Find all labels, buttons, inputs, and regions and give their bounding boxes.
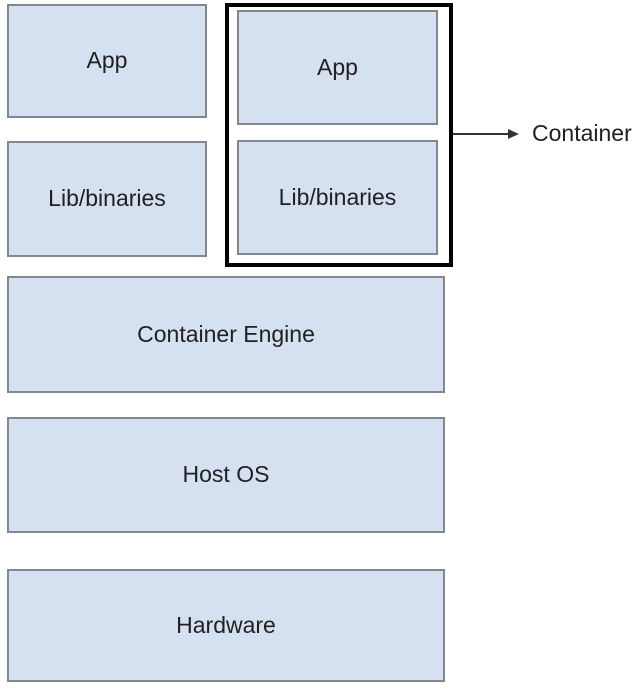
box-lib-binaries-left: Lib/binaries [7, 141, 207, 257]
box-lib-binaries-in-container-label: Lib/binaries [278, 183, 397, 210]
box-hardware: Hardware [7, 569, 445, 682]
box-host-os-label: Host OS [182, 461, 270, 488]
box-lib-binaries-left-label: Lib/binaries [48, 185, 166, 212]
box-app-left: App [7, 4, 207, 118]
container-callout-arrow-head-icon [508, 129, 519, 139]
box-hardware-label: Hardware [176, 611, 276, 638]
box-app-in-container-label: App [317, 53, 358, 80]
container-group-outline [225, 3, 453, 267]
container-callout-arrow-line [453, 133, 510, 135]
box-container-engine-label: Container Engine [137, 320, 315, 347]
box-container-engine: Container Engine [7, 276, 445, 393]
box-app-left-label: App [86, 47, 128, 74]
container-callout-label: Container [532, 119, 632, 146]
box-lib-binaries-in-container: Lib/binaries [237, 140, 438, 255]
box-app-in-container: App [237, 10, 438, 125]
box-host-os: Host OS [7, 417, 445, 533]
